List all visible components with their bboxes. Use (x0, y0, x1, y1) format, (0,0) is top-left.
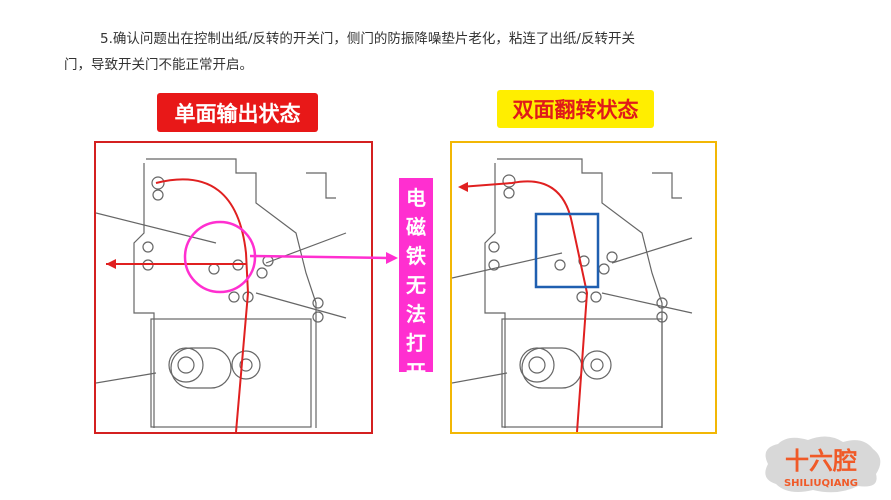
shiliuqiang-logo: 十六腔 SHILIUQIANG (758, 434, 884, 496)
svg-text:十六腔: 十六腔 (785, 447, 857, 475)
single-side-diagram-frame (94, 141, 373, 434)
callout-char: 门 (406, 389, 426, 413)
printer-diagram-duplex (451, 158, 693, 433)
duplex-flip-label: 双面翻转状态 (497, 90, 654, 128)
callout-char: 磁 (406, 215, 426, 239)
printer-diagram-single (95, 158, 347, 433)
callout-char: 铁 (406, 244, 426, 268)
paragraph-line-1: 5.确认问题出在控制出纸/反转的开关门，侧门的防振降噪垫片老化，粘连了出纸/反转… (100, 31, 635, 47)
paragraph-line-2: 门，导致开关门不能正常开启。 (64, 57, 253, 73)
highlight-circle (183, 220, 257, 294)
single-side-output-label: 单面输出状态 (157, 93, 318, 132)
callout-char: 无 (406, 273, 426, 297)
highlight-box (534, 212, 600, 289)
callout-arrow (250, 252, 398, 264)
callout-char: 打 (406, 331, 426, 355)
solenoid-cannot-open-callout: 电 磁 铁 无 法 打 开 门 (399, 178, 433, 413)
callout-char: 电 (406, 186, 426, 210)
callout-char: 开 (406, 360, 426, 384)
svg-text:SHILIUQIANG: SHILIUQIANG (784, 478, 858, 489)
duplex-diagram-frame (450, 141, 717, 434)
callout-char: 法 (406, 302, 426, 326)
